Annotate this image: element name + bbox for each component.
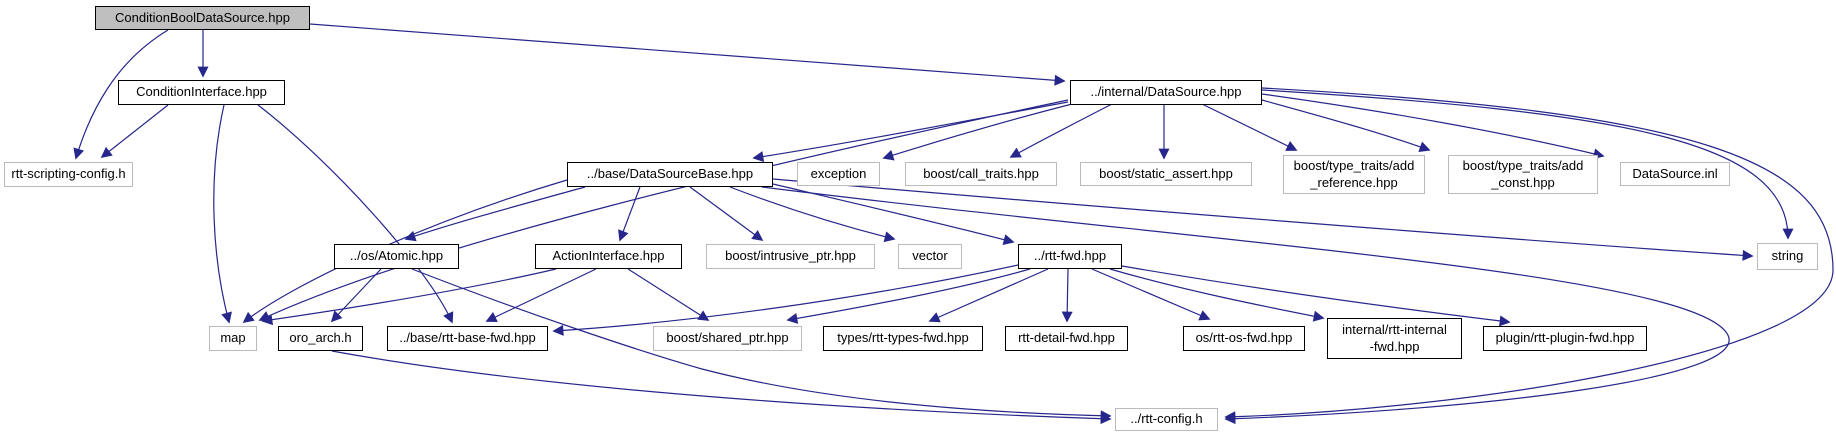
graph-node-ifwd[interactable]: internal/rtt-internal -fwd.hpp [1327,318,1462,359]
graph-node-vec: vector [898,244,962,269]
graph-node-inl: DataSource.inl [1620,162,1730,186]
graph-node-intr: boost/intrusive_ptr.hpp [706,244,875,269]
include-edge-fwd-dfwd [1061,268,1073,323]
include-edge-atomic-oro [330,268,382,323]
include-edge-dsb-atomic [404,186,586,242]
graph-node-ds[interactable]: ../internal/DataSource.hpp [1070,80,1262,105]
graph-node-tfwd[interactable]: types/rtt-types-fwd.hpp [823,326,983,351]
include-edge-cond-bfwd [257,104,454,324]
graph-node-osfwd[interactable]: os/rtt-os-fwd.hpp [1183,326,1305,351]
include-edge-fwd-ifwd [1109,268,1325,322]
include-edge-ds-map [258,99,1069,322]
include-edge-ds-inl [1261,93,1605,160]
include-edge-atomic-cfg [411,268,1112,422]
include-edge-fwd-pfwd [1121,265,1511,327]
graph-node-cbds: ConditionBoolDataSource.hpp [95,6,310,30]
include-edge-ds-ctr [1009,103,1113,158]
graph-node-exc: exception [797,162,880,186]
include-edge-ds-addref [1201,103,1298,151]
include-edge-cond-scfg [100,104,169,159]
include-edge-oro-cfg [331,350,1112,425]
include-edge-cond-map [213,104,232,324]
graph-node-pfwd[interactable]: plugin/rtt-plugin-fwd.hpp [1483,326,1647,351]
include-edge-cbds-ds [309,23,1066,86]
graph-node-addref: boost/type_traits/add _reference.hpp [1283,155,1425,194]
graph-node-scfg: rtt-scripting-config.h [4,162,133,187]
include-edge-act-map [261,268,557,326]
graph-node-ctr: boost/call_traits.hpp [905,162,1057,186]
include-edge-act-shp [627,268,710,321]
include-edge-fwd-tfwd [928,268,1049,323]
graph-node-act[interactable]: ActionInterface.hpp [535,244,682,269]
graph-node-bfwd[interactable]: ../base/rtt-base-fwd.hpp [387,326,548,351]
include-edge-dsb-act [618,186,641,242]
include-edge-ds-exc [882,103,1073,161]
include-edge-dsb-str [772,178,1754,261]
graph-node-dfwd[interactable]: rtt-detail-fwd.hpp [1005,326,1128,351]
include-edge-ds-str [1261,89,1794,240]
include-edge-fwd-osfwd [1091,268,1211,321]
include-edge-fwd-shp [786,268,1031,324]
graph-node-cfg: ../rtt-config.h [1115,408,1218,431]
graph-node-fwd[interactable]: ../rtt-fwd.hpp [1018,244,1122,269]
graph-node-oro[interactable]: oro_arch.h [278,326,363,351]
include-edge-cbds-scfg [73,29,169,160]
graph-node-addconst: boost/type_traits/add _const.hpp [1448,155,1598,194]
include-edge-fwd-bfwd [552,264,1019,336]
graph-node-str: string [1757,243,1818,270]
graph-node-sas: boost/static_assert.hpp [1080,162,1252,186]
include-edge-ds-addconst [1261,99,1431,152]
include-edge-dsb-cfg [761,186,1730,425]
include-edges [73,23,1834,425]
graph-node-atomic[interactable]: ../os/Atomic.hpp [334,244,459,269]
include-edge-dsb-vec [729,186,896,243]
include-edge-dsb-intr [689,186,764,241]
graph-node-map: map [209,326,257,351]
include-edge-ds-cfg [1224,87,1834,423]
graph-node-shp: boost/shared_ptr.hpp [653,326,802,351]
graph-node-cond[interactable]: ConditionInterface.hpp [118,80,285,105]
include-edge-act-bfwd [485,268,597,322]
include-edge-ds-dsb [752,101,1069,162]
graph-node-dsb[interactable]: ../base/DataSourceBase.hpp [567,162,773,187]
